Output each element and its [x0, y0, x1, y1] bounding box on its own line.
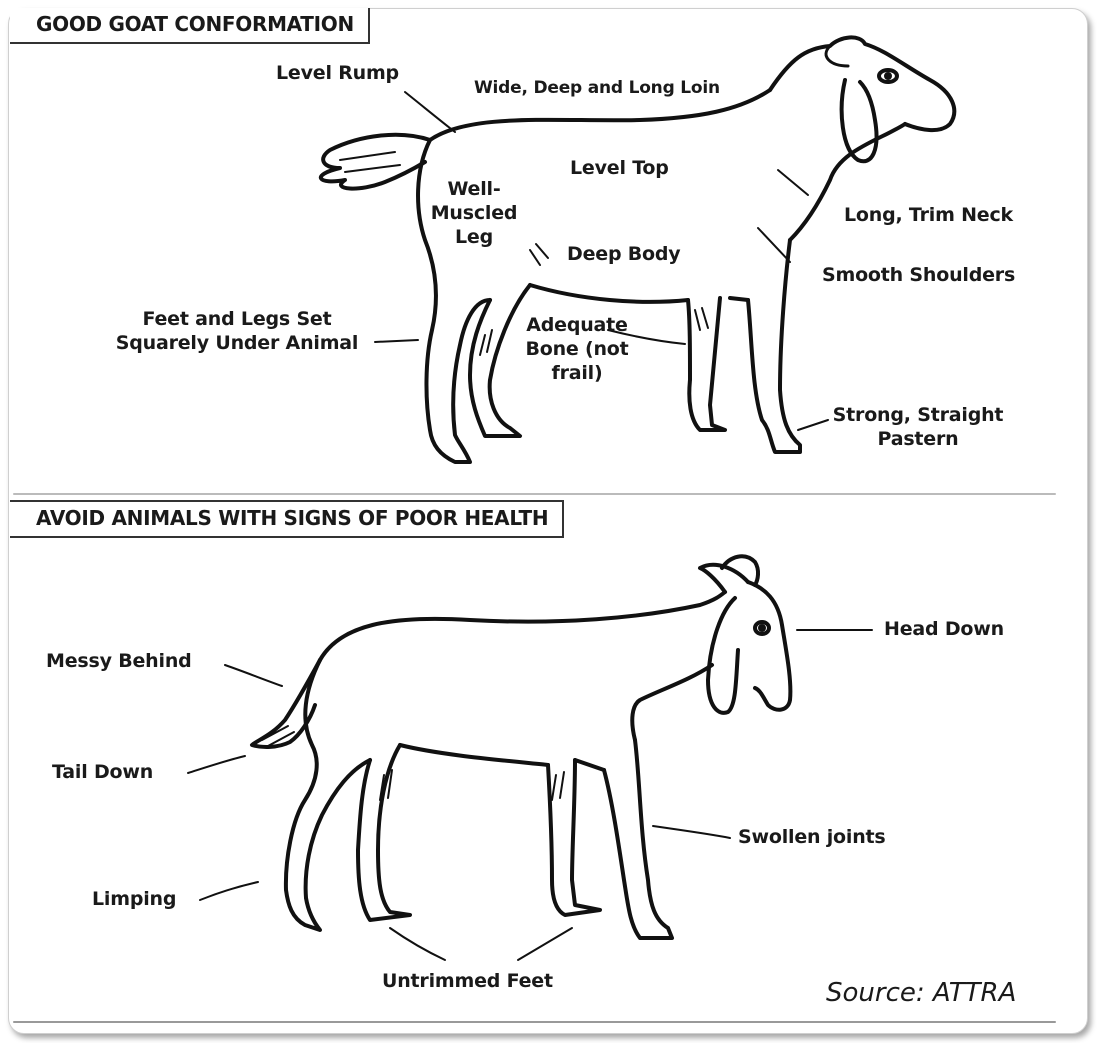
label-wide-loin: Wide, Deep and Long Loin [474, 78, 720, 99]
label-line: frail) [512, 362, 642, 386]
label-strong-pastern: Strong, Straight Pastern [818, 404, 1018, 452]
label-line: Squarely Under Animal [102, 332, 372, 356]
label-smooth-shoulders: Smooth Shoulders [822, 264, 1015, 288]
label-deep-body: Deep Body [567, 243, 680, 267]
label-line: Muscled [424, 202, 524, 226]
label-line: Bone (not [512, 338, 642, 362]
label-feet-and-legs: Feet and Legs Set Squarely Under Animal [102, 308, 372, 356]
label-level-top: Level Top [570, 157, 669, 181]
poor-health-title: AVOID ANIMALS WITH SIGNS OF POOR HEALTH [10, 500, 564, 538]
label-line: Leg [424, 226, 524, 250]
label-adequate-bone: Adequate Bone (not frail) [512, 314, 642, 385]
label-line: Strong, Straight [818, 404, 1018, 428]
label-line: Pastern [818, 428, 1018, 452]
label-long-trim-neck: Long, Trim Neck [844, 204, 1013, 228]
label-line: Feet and Legs Set [102, 308, 372, 332]
label-level-rump: Level Rump [276, 62, 399, 86]
label-untrimmed-feet: Untrimmed Feet [382, 970, 553, 994]
label-line: Well- [424, 178, 524, 202]
label-messy-behind: Messy Behind [46, 650, 192, 674]
label-swollen-joints: Swollen joints [738, 826, 886, 850]
label-head-down: Head Down [884, 618, 1004, 642]
label-limping: Limping [92, 888, 176, 912]
source-credit: Source: ATTRA [826, 978, 1016, 1008]
label-line: Adequate [512, 314, 642, 338]
label-well-muscled-leg: Well- Muscled Leg [424, 178, 524, 249]
label-tail-down: Tail Down [52, 761, 153, 785]
poor-goat-drawing [252, 556, 790, 938]
good-conformation-title: GOOD GOAT CONFORMATION [10, 8, 370, 44]
